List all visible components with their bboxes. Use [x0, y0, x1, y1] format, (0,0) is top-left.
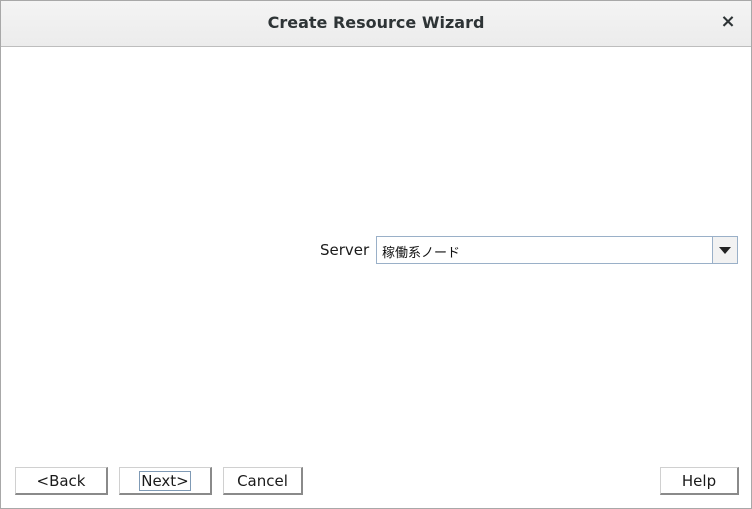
help-button-label: Help	[681, 472, 717, 490]
help-button[interactable]: Help	[660, 467, 739, 495]
cancel-button[interactable]: Cancel	[223, 467, 303, 495]
cancel-button-label: Cancel	[237, 472, 288, 490]
title-bar[interactable]: Create Resource Wizard ×	[1, 1, 751, 47]
chevron-down-icon	[719, 247, 731, 254]
back-button[interactable]: <Back	[15, 467, 108, 495]
window-title: Create Resource Wizard	[267, 13, 485, 32]
close-icon[interactable]: ×	[720, 11, 736, 32]
next-button-label: Next>	[139, 471, 191, 491]
server-label: Server	[320, 241, 370, 259]
next-button[interactable]: Next>	[119, 467, 212, 495]
server-dropdown-value: 稼働系ノード	[382, 246, 461, 261]
server-dropdown[interactable]: 稼働系ノード	[376, 236, 738, 264]
server-dropdown-arrow-button[interactable]	[712, 237, 737, 263]
back-button-label: <Back	[36, 472, 86, 490]
